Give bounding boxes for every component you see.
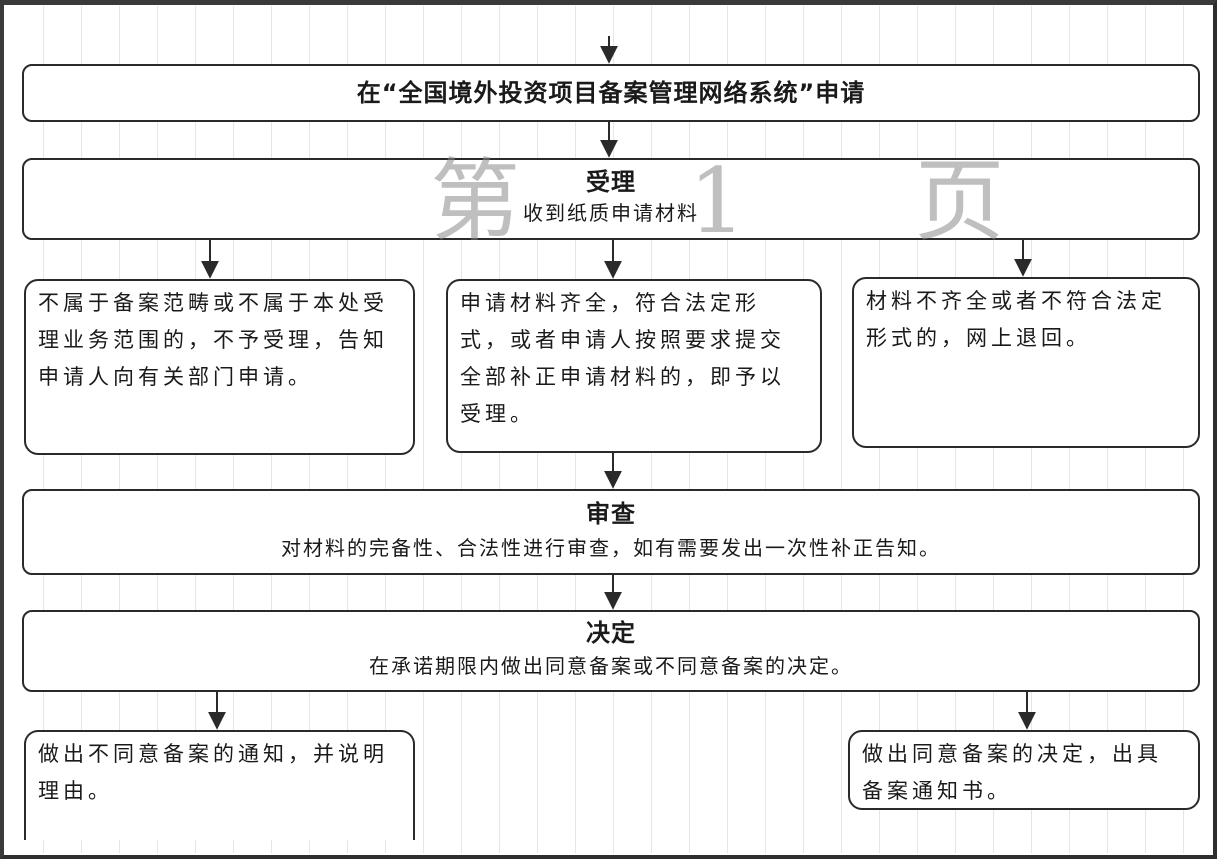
branch-left-text: 不属于备案范畴或不属于本处受理业务范围的，不予受理，告知申请人向有关部门申请。 xyxy=(38,291,388,389)
step-decision-subtitle: 在承诺期限内做出同意备案或不同意备案的决定。 xyxy=(369,654,853,678)
outcome-reject-box: 做出不同意备案的通知，并说明理由。 xyxy=(24,730,415,840)
outcome-approve-text: 做出同意备案的决定，出具备案通知书。 xyxy=(862,742,1162,803)
branch-right-text: 材料不齐全或者不符合法定形式的，网上退回。 xyxy=(866,289,1166,350)
step-decision-title: 决定 xyxy=(586,619,636,647)
step-apply-text: 在“全国境外投资项目备案管理网络系统”申请 xyxy=(356,79,866,107)
branch-left-box: 不属于备案范畴或不属于本处受理业务范围的，不予受理，告知申请人向有关部门申请。 xyxy=(24,279,415,455)
branch-middle-text: 申请材料齐全，符合法定形式，或者申请人按照要求提交全部补正申请材料的，即予以受理… xyxy=(460,291,785,426)
step-review-title: 审查 xyxy=(586,500,636,528)
step-decision-box: 决定 在承诺期限内做出同意备案或不同意备案的决定。 xyxy=(22,610,1200,692)
branch-middle-box: 申请材料齐全，符合法定形式，或者申请人按照要求提交全部补正申请材料的，即予以受理… xyxy=(446,279,822,453)
step-review-box: 审查 对材料的完备性、合法性进行审查，如有需要发出一次性补正告知。 xyxy=(22,489,1200,575)
step-accept-title: 受理 xyxy=(586,168,636,196)
step-accept-subtitle: 收到纸质申请材料 xyxy=(523,201,699,225)
step-apply-box: 在“全国境外投资项目备案管理网络系统”申请 xyxy=(22,64,1200,122)
outcome-approve-box: 做出同意备案的决定，出具备案通知书。 xyxy=(848,730,1200,810)
step-review-subtitle: 对材料的完备性、合法性进行审查，如有需要发出一次性补正告知。 xyxy=(281,536,941,560)
step-accept-box: 受理 收到纸质申请材料 xyxy=(22,158,1200,240)
outcome-reject-text: 做出不同意备案的通知，并说明理由。 xyxy=(38,742,388,803)
branch-right-box: 材料不齐全或者不符合法定形式的，网上退回。 xyxy=(852,277,1200,448)
